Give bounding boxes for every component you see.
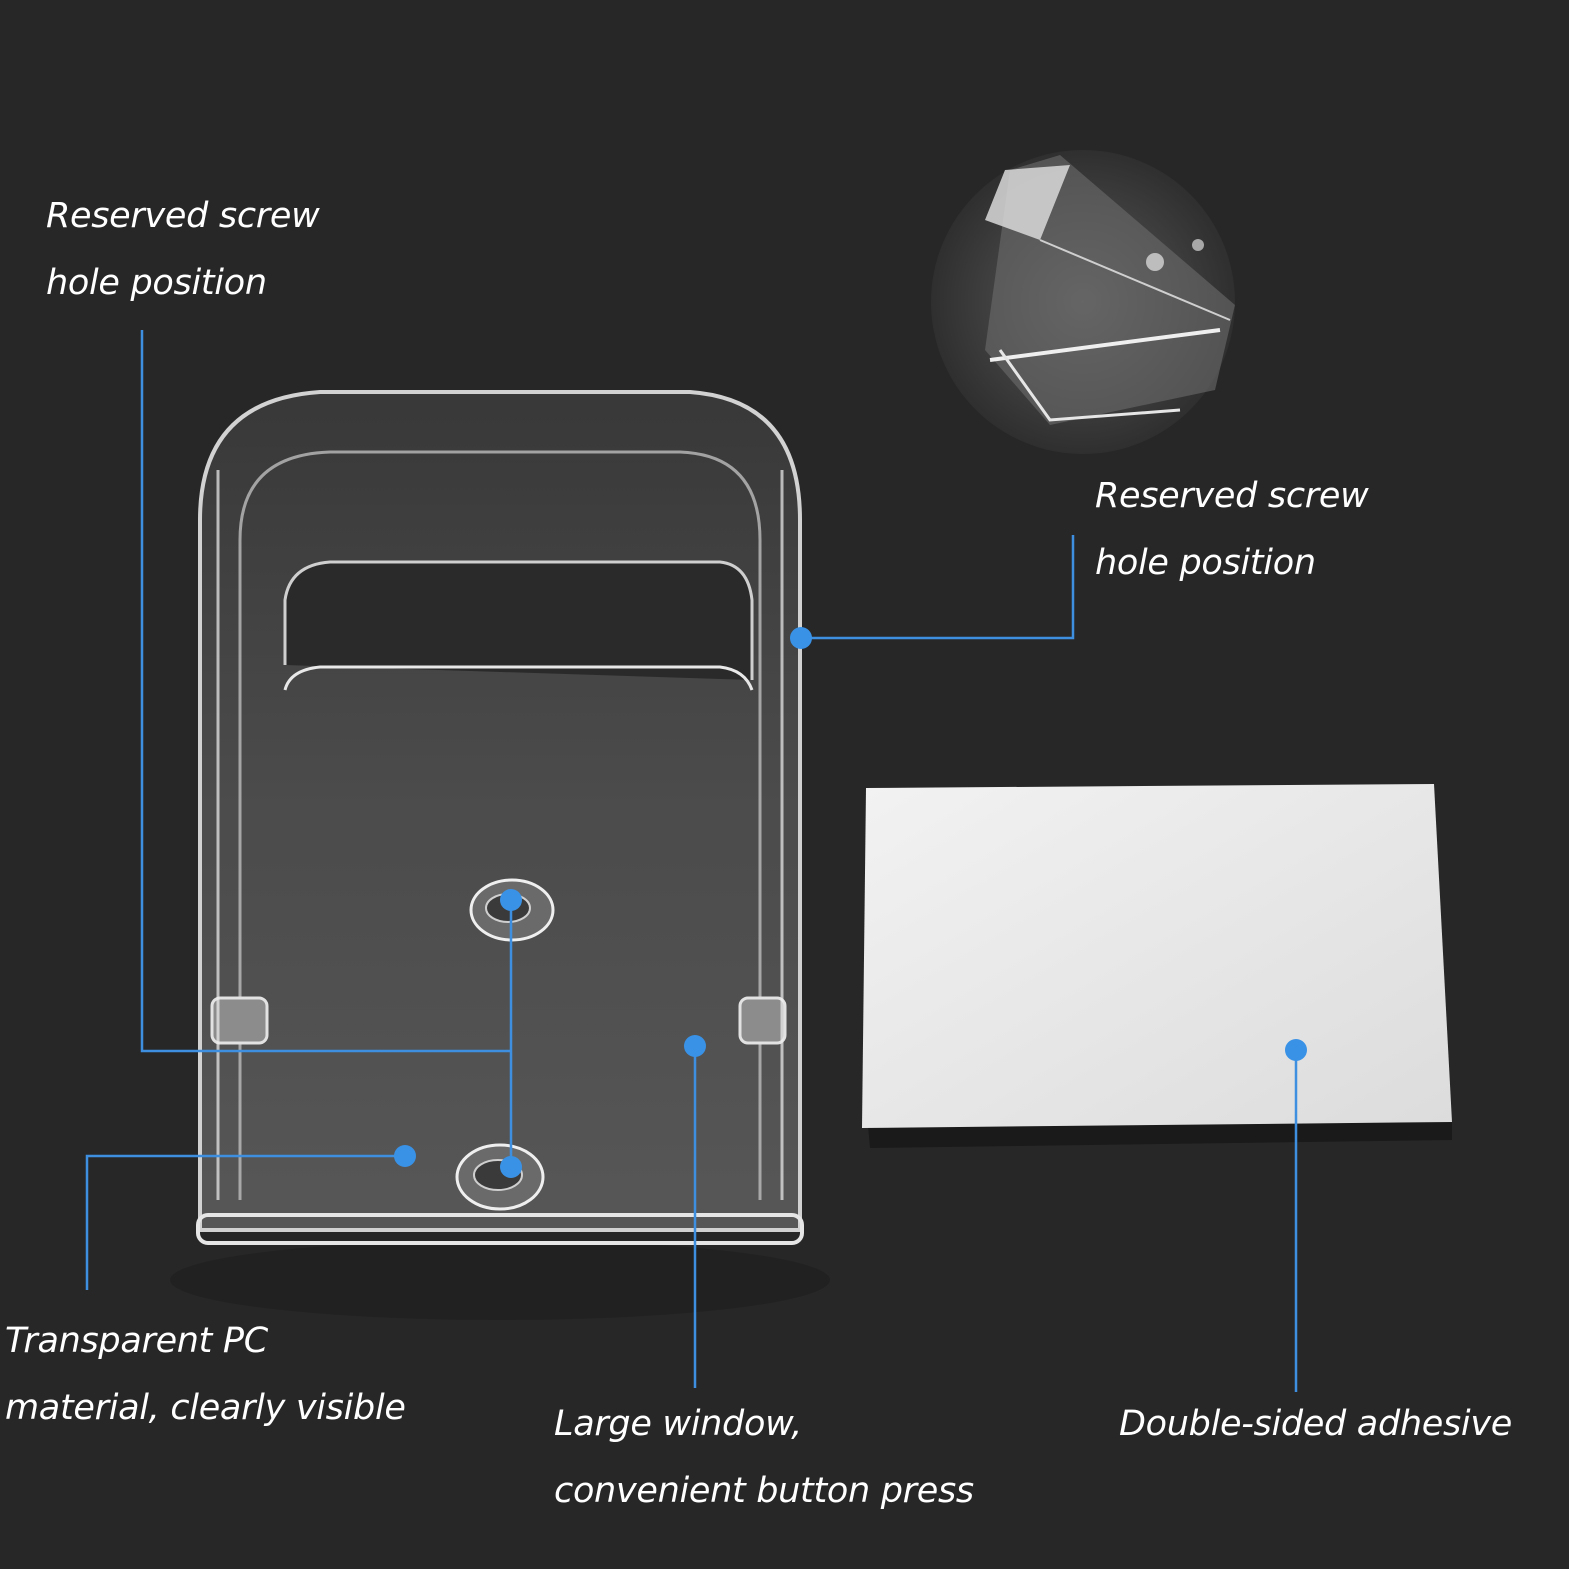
label-line: hole position bbox=[46, 263, 267, 303]
label-reserved-screw-hole-left: Reserved screw hole position bbox=[46, 183, 320, 317]
label-line: hole position bbox=[1095, 543, 1316, 583]
label-reserved-screw-hole-right: Reserved screw hole position bbox=[1095, 463, 1369, 597]
screw-hole-detail-inset bbox=[931, 150, 1235, 454]
callout-dot-window bbox=[684, 1035, 706, 1057]
callout-line-screw-right bbox=[801, 535, 1075, 640]
label-transparent-pc: Transparent PC material, clearly visible bbox=[5, 1308, 406, 1442]
callout-line-screw-left bbox=[140, 330, 511, 1053]
label-line: Reserved screw bbox=[1095, 476, 1369, 516]
label-line: convenient button press bbox=[554, 1471, 974, 1511]
callout-line-transparent-pc bbox=[85, 1154, 405, 1290]
callout-dots bbox=[394, 627, 1307, 1178]
label-double-sided-adhesive: Double-sided adhesive bbox=[1119, 1391, 1512, 1458]
callout-dot-screw-right bbox=[790, 627, 812, 649]
callout-dot-transparent-pc bbox=[394, 1145, 416, 1167]
screw-hole-lower bbox=[455, 1143, 545, 1211]
label-line: Transparent PC bbox=[5, 1321, 268, 1361]
callout-dot-adhesive bbox=[1285, 1039, 1307, 1061]
transparent-cover bbox=[170, 390, 830, 1320]
label-line: Double-sided adhesive bbox=[1119, 1404, 1512, 1444]
callout-dot-screw-upper bbox=[500, 889, 522, 911]
callout-lines bbox=[85, 330, 1298, 1392]
label-large-window: Large window, convenient button press bbox=[554, 1391, 974, 1525]
adhesive-pad bbox=[862, 784, 1452, 1148]
label-line: Large window, bbox=[554, 1404, 802, 1444]
callout-dot-screw-lower bbox=[500, 1156, 522, 1178]
label-line: Reserved screw bbox=[46, 196, 320, 236]
label-line: material, clearly visible bbox=[5, 1388, 406, 1428]
